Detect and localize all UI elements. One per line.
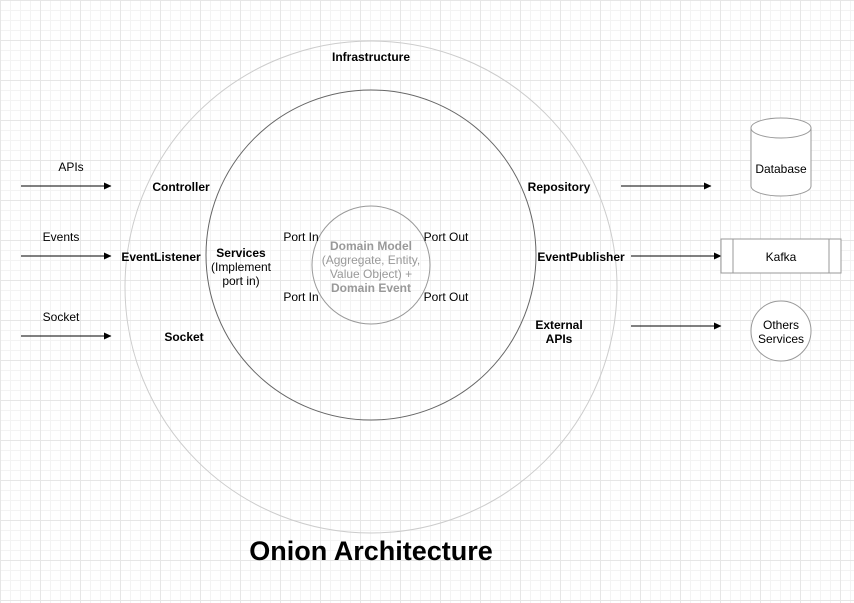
infrastructure-ring	[124, 40, 618, 534]
socket-input-label: Socket	[42, 310, 80, 324]
others-services-line-1: Others	[762, 318, 799, 332]
services-line-3: port in)	[222, 274, 260, 288]
apis-input-label: APIs	[58, 160, 84, 174]
services-line-2: (Implement	[210, 260, 272, 274]
port-in-bottom-label: Port In	[283, 290, 319, 304]
database-cylinder	[750, 117, 812, 197]
services-title: Services	[216, 246, 266, 260]
events-input-label: Events	[42, 230, 80, 244]
controller-label: Controller	[152, 180, 210, 194]
infrastructure-label: Infrastructure	[331, 50, 411, 64]
domain-event-label: Domain Event	[330, 281, 411, 295]
domain-model-line-2: (Aggregate, Entity,	[321, 253, 421, 267]
port-out-bottom-label: Port Out	[423, 290, 469, 304]
port-out-top-label: Port Out	[423, 230, 469, 244]
database-label: Database	[755, 162, 807, 176]
diagram-title: Onion Architecture	[249, 536, 493, 566]
event-listener-label: EventListener	[121, 250, 201, 264]
port-in-top-label: Port In	[283, 230, 319, 244]
external-apis-line-2: APIs	[545, 332, 573, 346]
domain-model-ring	[311, 205, 431, 325]
services-ring	[205, 89, 537, 421]
kafka-label: Kafka	[765, 250, 797, 264]
repository-label: Repository	[527, 180, 591, 194]
domain-model-line-3: Value Object) +	[329, 267, 413, 281]
kafka-box	[720, 238, 842, 274]
others-services-line-2: Services	[757, 332, 804, 346]
external-apis-line-1: External	[535, 318, 583, 332]
others-services-circle	[750, 300, 812, 362]
event-publisher-label: EventPublisher	[537, 250, 625, 264]
domain-model-title: Domain Model	[329, 239, 412, 253]
socket-adapter-label: Socket	[164, 330, 204, 344]
